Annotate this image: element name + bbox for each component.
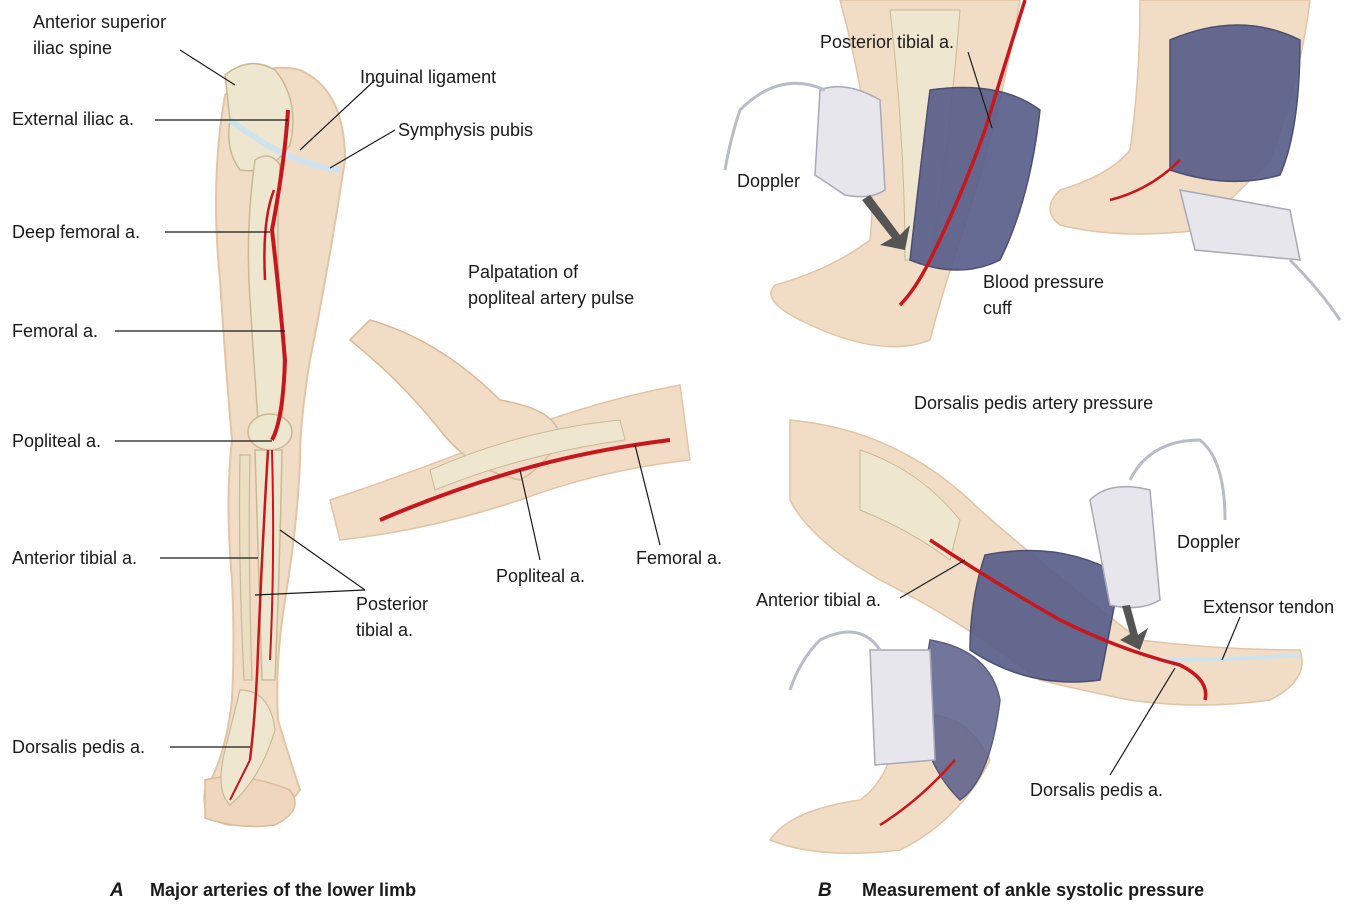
panel-b-letter: B bbox=[818, 880, 832, 902]
upper-doppler bbox=[815, 87, 885, 197]
posterior-tibial-b-label: Posterior tibial a. bbox=[820, 32, 954, 53]
small-cable bbox=[790, 632, 880, 690]
cuff-label-line2: cuff bbox=[983, 298, 1012, 319]
right-cable bbox=[1290, 260, 1340, 320]
dp-pressure-title: Dorsalis pedis artery pressure bbox=[914, 393, 1153, 414]
lower-limb-figure bbox=[204, 64, 345, 827]
popliteal-label: Popliteal a. bbox=[12, 431, 101, 452]
external-iliac-label: External iliac a. bbox=[12, 109, 134, 130]
palpation-figure bbox=[330, 320, 690, 540]
small-doppler bbox=[870, 650, 935, 765]
anterior-tibial-label: Anterior tibial a. bbox=[12, 548, 137, 569]
inguinal-ligament-label: Inguinal ligament bbox=[360, 67, 496, 88]
doppler-bottom-label: Doppler bbox=[1177, 532, 1240, 553]
asis-label-line1: Anterior superior bbox=[33, 12, 166, 33]
right-doppler bbox=[1180, 190, 1300, 260]
upper-cuff-figure bbox=[725, 0, 1340, 347]
femoral-label: Femoral a. bbox=[12, 321, 98, 342]
deep-femoral-label: Deep femoral a. bbox=[12, 222, 140, 243]
extensor-tendon-label: Extensor tendon bbox=[1203, 597, 1334, 618]
upper-cuff bbox=[910, 88, 1040, 271]
right-cuff bbox=[1170, 25, 1300, 181]
doppler-cable bbox=[725, 83, 825, 170]
panel-b-caption: Measurement of ankle systolic pressure bbox=[862, 880, 1204, 901]
leader-lines-a bbox=[115, 50, 660, 747]
cuff-label-line1: Blood pressure bbox=[983, 272, 1104, 293]
doppler-top-label: Doppler bbox=[737, 171, 800, 192]
dorsalis-pedis-b-label: Dorsalis pedis a. bbox=[1030, 780, 1163, 801]
palpation-femoral-label: Femoral a. bbox=[636, 548, 722, 569]
panel-a-caption: Major arteries of the lower limb bbox=[150, 880, 416, 901]
asis-label-line2: iliac spine bbox=[33, 38, 112, 59]
lower-cuff bbox=[970, 551, 1120, 683]
patella-bone bbox=[248, 414, 292, 450]
panel-a-letter: A bbox=[110, 880, 124, 902]
palpation-title-line1: Palpatation of bbox=[468, 262, 578, 283]
symphysis-pubis-label: Symphysis pubis bbox=[398, 120, 533, 141]
dorsalis-pedis-label: Dorsalis pedis a. bbox=[12, 737, 145, 758]
posterior-tibial-label-line2: tibial a. bbox=[356, 620, 413, 641]
palpation-popliteal-label: Popliteal a. bbox=[496, 566, 585, 587]
palpation-title-line2: popliteal artery pulse bbox=[468, 288, 634, 309]
anterior-tibial-b-label: Anterior tibial a. bbox=[756, 590, 881, 611]
posterior-tibial-label-line1: Posterior bbox=[356, 594, 428, 615]
